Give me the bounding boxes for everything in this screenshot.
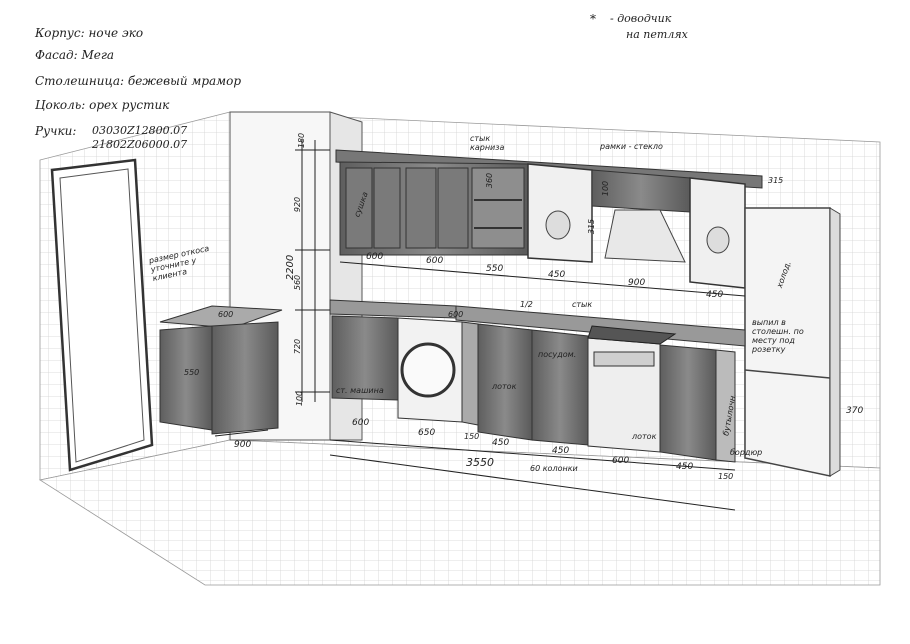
- dim-w900: 900: [628, 278, 646, 288]
- ann-cornice-joint: стык карниза: [470, 134, 505, 152]
- base-cabinets: [329, 299, 746, 463]
- dim-w550: 550: [486, 264, 504, 274]
- note-body: Корпус: ноче эко: [35, 26, 144, 40]
- dim-b600: 600: [352, 418, 370, 428]
- fridge: [744, 207, 841, 477]
- ann-cutlery: лоток: [492, 382, 517, 391]
- dim-upper-height: 920: [293, 196, 303, 213]
- dim-plinth-height: 100: [295, 390, 305, 407]
- ann-joint: стык: [572, 300, 593, 309]
- ann-glass-frames: рамки - стекло: [600, 142, 663, 151]
- note-handles-code2: 21802Z06000.07: [92, 138, 188, 151]
- dim-w450a: 450: [548, 270, 566, 280]
- ann-dishwasher: посудом.: [538, 350, 577, 359]
- dim-b150a: 150: [464, 432, 480, 441]
- door: [50, 158, 154, 472]
- upper-cabinets: [335, 149, 763, 289]
- dim-w315b: 315: [587, 218, 597, 235]
- dim-counter-height: 720: [293, 338, 303, 355]
- dim-w360: 360: [485, 172, 495, 189]
- dim-island-side: 550: [184, 368, 200, 377]
- dim-gap-height: 560: [293, 274, 303, 291]
- dim-island-depth: 600: [218, 310, 234, 319]
- dim-b150b: 150: [718, 472, 734, 481]
- island-cabinet: [159, 305, 283, 435]
- dim-b450b: 450: [552, 446, 570, 456]
- note-plinth: Цоколь: орех рустик: [35, 98, 170, 112]
- dim-total-width: 3550: [466, 456, 494, 469]
- ann-plinth-label: 1/2: [520, 300, 533, 309]
- dimension-lines: [214, 140, 746, 511]
- ann-outlet: выпил в столешн. по месту под розетку: [752, 318, 804, 354]
- floor: [38, 439, 881, 586]
- dim-counter-600: 600: [448, 310, 464, 319]
- dim-w100: 100: [601, 180, 611, 197]
- dim-b650: 650: [418, 428, 436, 438]
- ann-washer: ст. машина: [336, 386, 384, 395]
- dim-b450c: 450: [676, 462, 694, 472]
- note-closers-line2: на петлях: [626, 28, 688, 41]
- note-handles-code1: 03030Z12800.07: [92, 124, 188, 137]
- ann-bottom-rail: бордюр: [730, 448, 763, 457]
- dim-w600a: 600: [366, 252, 384, 262]
- note-closers-mark: *: [590, 12, 596, 26]
- dim-fridge-gap: 370: [846, 406, 864, 416]
- dim-b450a: 450: [492, 438, 510, 448]
- note-countertop: Столешница: бежевый мрамор: [35, 74, 242, 88]
- note-handles-label: Ручки:: [35, 124, 77, 138]
- dim-w315a: 315: [768, 176, 784, 185]
- dim-w600b: 600: [426, 256, 444, 266]
- ann-base-label: 60 колонки: [530, 464, 578, 473]
- dim-island-width: 900: [234, 440, 252, 450]
- dim-b600c: 600: [612, 456, 630, 466]
- dim-w450b: 450: [706, 290, 724, 300]
- note-facade: Фасад: Мега: [35, 48, 115, 62]
- ann-sleeper: лоток: [632, 432, 657, 441]
- note-closers-line1: - доводчик: [610, 12, 672, 25]
- dim-top-offset: 180: [297, 132, 307, 149]
